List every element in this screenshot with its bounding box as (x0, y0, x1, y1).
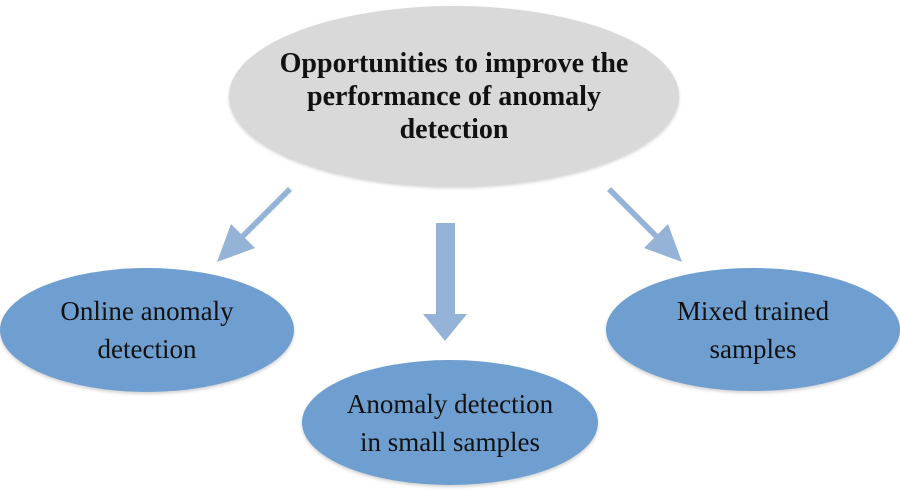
child-node-label: Mixed trained samples (676, 295, 830, 364)
root-node: Opportunities to improve the performance… (229, 6, 679, 186)
child-node-mixed-samples: Mixed trained samples (606, 268, 900, 391)
child-node-label: Online anomaly detection (60, 296, 234, 364)
root-node-label: Opportunities to improve the performance… (279, 47, 629, 145)
child-node-label: Anomaly detection in small samples (346, 388, 554, 457)
arrow-right-icon (607, 178, 682, 262)
child-node-small-samples: Anomaly detection in small samples (302, 360, 598, 485)
child-node-online-detection: Online anomaly detection (0, 268, 294, 392)
arrow-left-icon (217, 178, 292, 262)
arrow-down-icon (423, 223, 467, 341)
